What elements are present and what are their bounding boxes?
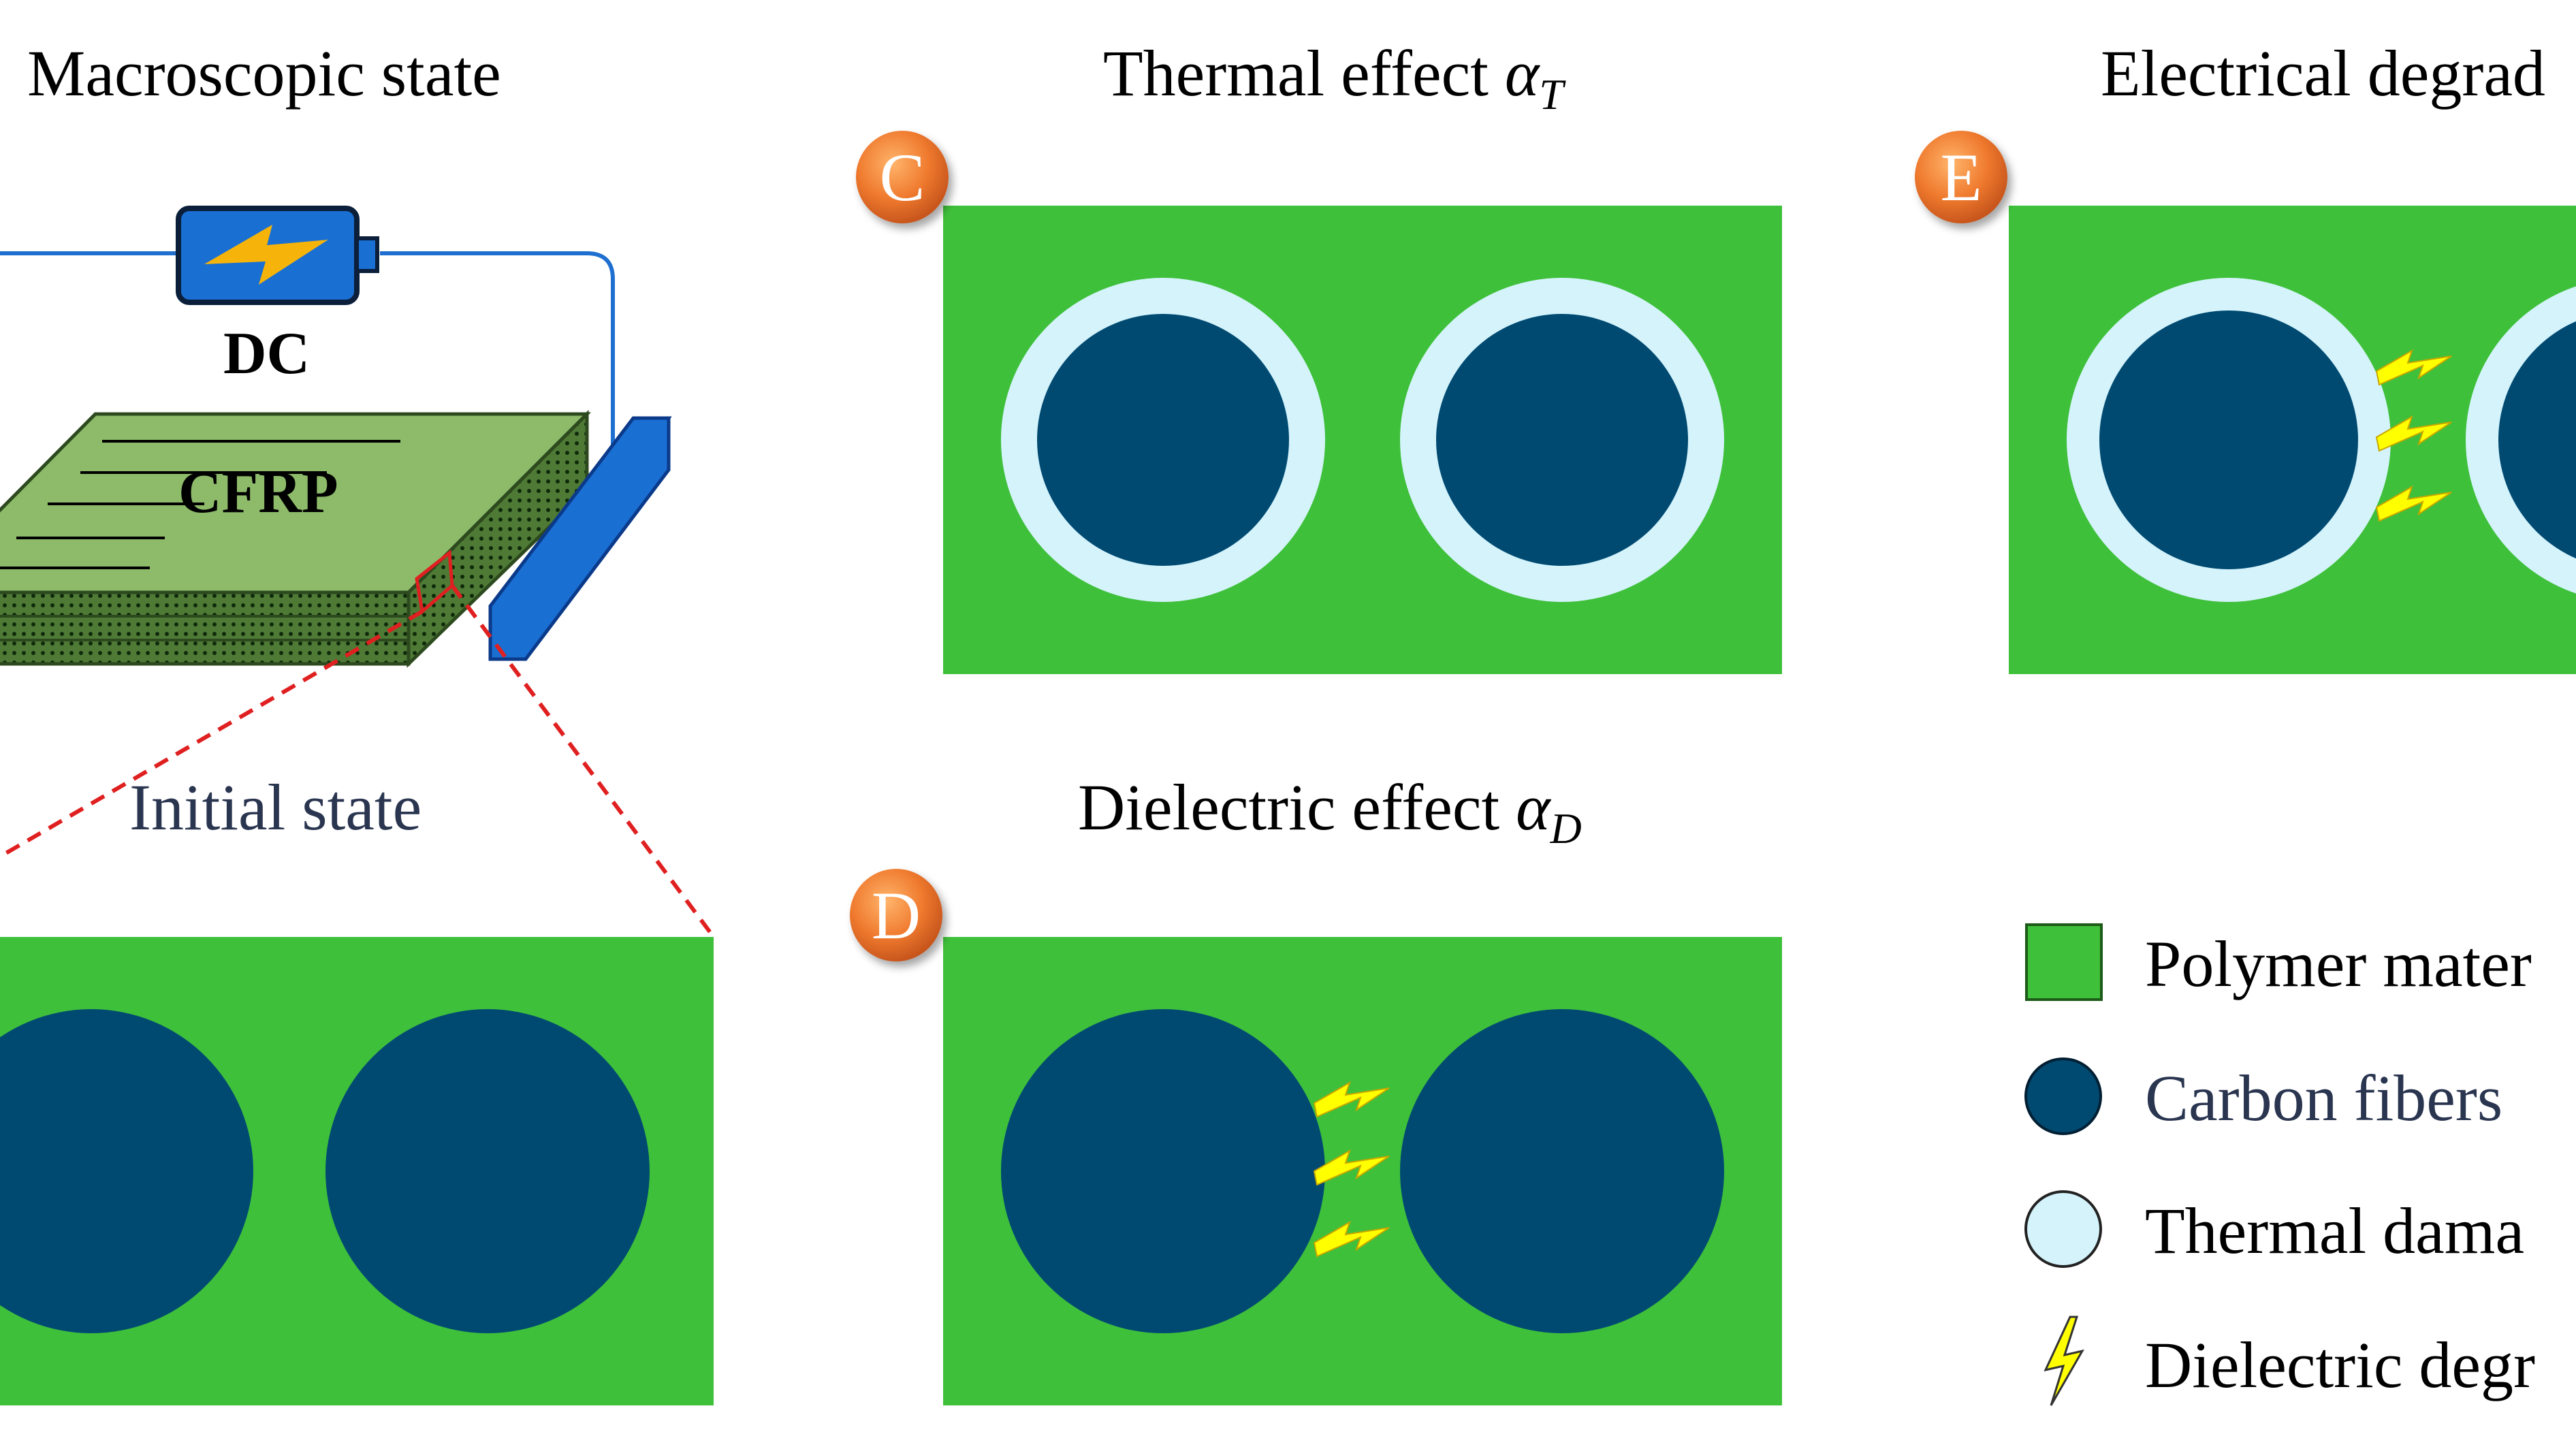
carbon-fiber	[2099, 310, 2358, 569]
carbon-fiber	[0, 1009, 253, 1333]
carbon-fiber	[2498, 321, 2576, 559]
legend-dielectric-label: Dielectric degr	[2145, 1328, 2535, 1401]
legend-thermal-damage-icon	[2024, 1190, 2102, 1268]
legend: Polymer mater Carbon fibers Thermal dama…	[2024, 923, 2535, 1406]
battery-icon	[176, 206, 379, 305]
svg-text:D: D	[872, 878, 921, 953]
carbon-fiber	[1037, 314, 1289, 566]
legend-polymer-icon	[2025, 923, 2103, 1001]
svg-text:C: C	[880, 140, 925, 215]
legend-thermal-damage-label: Thermal dama	[2145, 1194, 2524, 1267]
title-macroscopic-state: Macroscopic state	[27, 37, 501, 110]
panel-dielectric-effect	[943, 937, 1782, 1405]
cfrp-laminate: CFRP	[0, 409, 592, 668]
carbon-fiber	[325, 1009, 650, 1333]
carbon-fiber	[1400, 1009, 1724, 1333]
dc-circuit: DC	[0, 206, 615, 470]
title-thermal-effect: Thermal effect αT	[1103, 37, 1566, 118]
panel-initial-state	[0, 937, 714, 1405]
legend-carbon-fiber-label: Carbon fibers	[2145, 1062, 2502, 1134]
badge-d: D	[850, 869, 942, 961]
carbon-fiber	[1436, 314, 1688, 566]
legend-polymer-label: Polymer mater	[2145, 927, 2532, 1000]
electrode-plate-side	[488, 416, 671, 661]
cfrp-label: CFRP	[178, 460, 338, 526]
panel-electrical-degradation	[2009, 206, 2576, 674]
dc-label: DC	[223, 321, 310, 387]
badge-e: E	[1915, 131, 2007, 223]
svg-text:E: E	[1940, 140, 1982, 215]
battery-bolt-icon	[204, 225, 328, 285]
panel-thermal-effect	[943, 206, 1782, 674]
title-initial-state: Initial state	[129, 771, 422, 844]
circuit-wire	[0, 251, 615, 470]
legend-dielectric-bolt-icon	[2044, 1316, 2085, 1406]
title-electrical-degradation: Electrical degrad	[2101, 37, 2545, 110]
badge-c: C	[856, 131, 949, 223]
legend-carbon-fiber-icon	[2024, 1057, 2102, 1135]
zoom-line-left	[0, 609, 424, 859]
title-dielectric-effect: Dielectric effect αD	[1078, 771, 1582, 853]
carbon-fiber	[1001, 1009, 1325, 1333]
